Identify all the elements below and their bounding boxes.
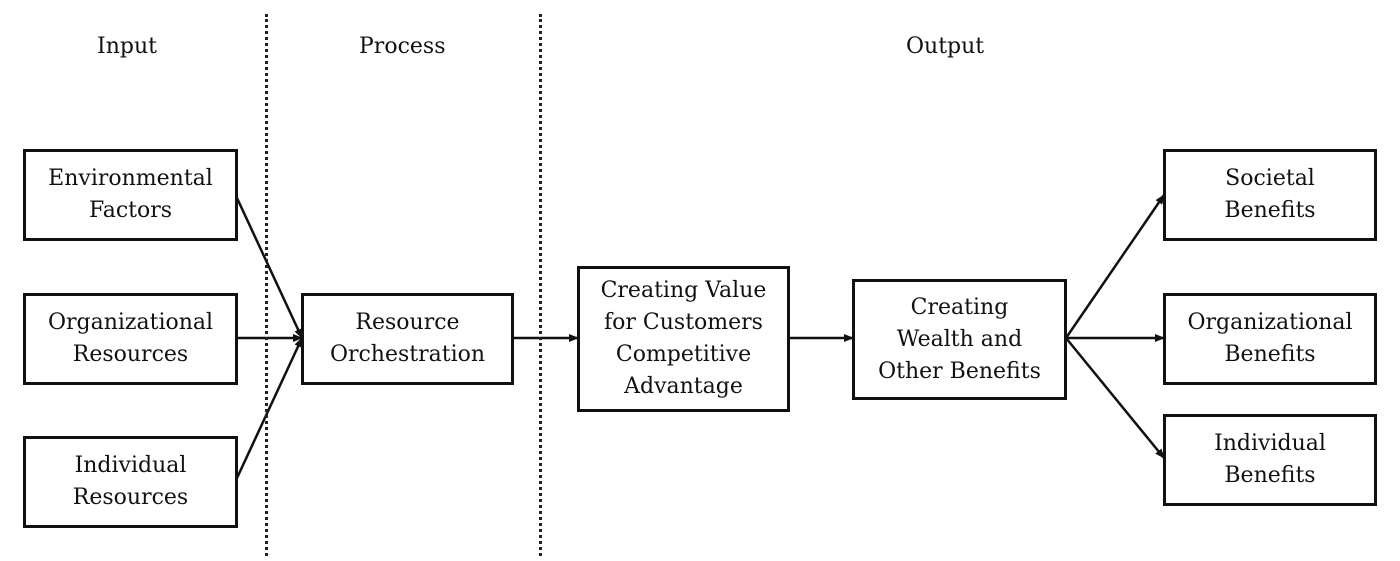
process-output-divider <box>539 14 542 556</box>
box-environmental-factors: Environmental Factors <box>23 149 238 241</box>
arrow-wealth-to-individual <box>1065 337 1165 459</box>
box-organizational-benefits: Organizational Benefits <box>1163 293 1377 385</box>
arrow-individual-to-orchestration <box>235 337 304 479</box>
section-label-process: Process <box>359 34 446 59</box>
box-label: Creating Wealth and Other Benefits <box>878 294 1041 384</box>
input-process-divider <box>265 14 268 556</box>
box-label: Organizational Resources <box>47 310 214 367</box>
section-label-input: Input <box>97 34 157 59</box>
box-label: Individual Benefits <box>1214 431 1326 488</box>
box-label: Resource Orchestration <box>329 310 486 367</box>
section-label-output: Output <box>906 34 985 59</box>
box-label: Individual Resources <box>72 453 189 510</box>
box-resource-orchestration: Resource Orchestration <box>301 293 514 385</box>
box-individual-benefits: Individual Benefits <box>1163 414 1377 506</box>
box-label: Societal Benefits <box>1224 166 1316 223</box>
box-label: Creating Value for Customers Competitive… <box>600 278 767 399</box>
arrow-environmental-to-orchestration <box>235 197 304 339</box>
box-label: Environmental Factors <box>48 166 213 223</box>
arrow-wealth-to-societal <box>1064 194 1166 339</box>
box-individual-resources: Individual Resources <box>23 436 238 528</box>
box-creating-value: Creating Value for Customers Competitive… <box>577 266 790 412</box>
box-organizational-resources: Organizational Resources <box>23 293 238 385</box>
box-societal-benefits: Societal Benefits <box>1163 149 1377 241</box>
box-creating-wealth: Creating Wealth and Other Benefits <box>852 279 1067 400</box>
box-label: Organizational Benefits <box>1187 310 1353 367</box>
